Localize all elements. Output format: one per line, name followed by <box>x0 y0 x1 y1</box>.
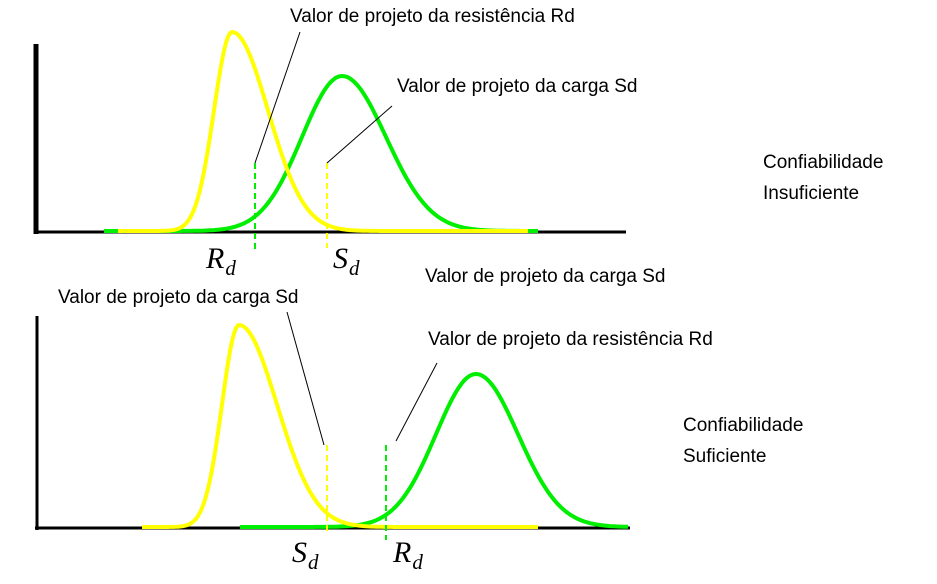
top-resistance-annotation: Valor de projeto da resistência Rd <box>290 6 575 27</box>
bottom-load-annotation: Valor de projeto da carga Sd <box>58 287 298 308</box>
top-side-label-line2: Insuficiente <box>763 183 859 204</box>
bottom-rd-marker-main: R <box>392 536 411 569</box>
bottom-resistance-pointer <box>395 362 438 442</box>
bottom-sd-marker-main: S <box>292 536 307 569</box>
bottom-side-label-line2: Suficiente <box>683 446 766 467</box>
top-sd-marker-main: S <box>333 242 348 275</box>
bottom-rd-marker: Rd <box>392 536 423 574</box>
bottom-resistance-curve <box>142 323 538 529</box>
bottom-resistance-annotation: Valor de projeto da resistência Rd <box>428 329 713 350</box>
bottom-panel: Valor de projeto da carga Sd Valor de pr… <box>35 266 803 574</box>
bottom-load-annotation-upper: Valor de projeto da carga Sd <box>425 266 665 287</box>
top-rd-marker: Rd <box>205 242 236 280</box>
top-sd-marker-sub: d <box>349 256 360 280</box>
bottom-sd-marker: Sd <box>292 536 319 574</box>
top-side-label-line1: Confiabilidade <box>763 152 883 173</box>
top-resistance-curve <box>118 30 528 233</box>
bottom-rd-marker-sub: d <box>412 550 423 574</box>
bottom-load-curve <box>240 372 629 529</box>
top-resistance-pointer <box>254 31 301 164</box>
top-load-annotation: Valor de projeto da carga Sd <box>397 76 637 97</box>
bottom-sd-marker-sub: d <box>308 550 319 574</box>
top-load-pointer <box>326 105 393 164</box>
bottom-load-pointer <box>286 311 325 446</box>
top-rd-marker-main: R <box>205 242 224 275</box>
top-panel: Valor de projeto da resistência Rd Valor… <box>33 6 883 280</box>
top-load-curve <box>104 74 538 233</box>
top-sd-marker: Sd <box>333 242 360 280</box>
top-rd-marker-sub: d <box>225 256 236 280</box>
bottom-side-label-line1: Confiabilidade <box>683 415 803 436</box>
